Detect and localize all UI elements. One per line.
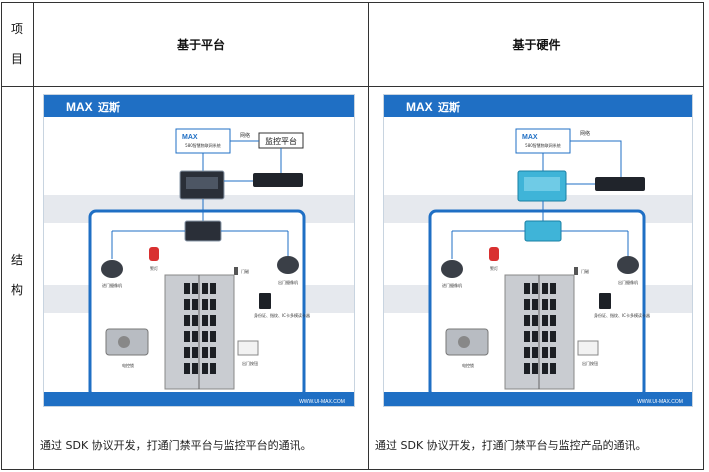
lock-cylinder — [118, 336, 130, 348]
system-box — [515, 128, 571, 154]
camera-out-label: 出门摄像机 — [618, 279, 638, 285]
monitor-platform-label: 监控平台 — [265, 136, 297, 146]
table-col-divider — [33, 3, 34, 469]
camera-in-icon — [101, 260, 123, 278]
header-band — [44, 95, 354, 117]
camera-in-label: 进门摄像机 — [102, 282, 122, 288]
door-windows — [524, 283, 556, 374]
website-label: WWW.UI-MAX.COM — [637, 399, 683, 405]
header-band — [384, 95, 692, 117]
alarm-light-icon — [489, 247, 499, 261]
network-label: 网络 — [240, 132, 250, 139]
network-label: 网络 — [580, 130, 590, 137]
door-magnet-label: 门磁 — [581, 268, 589, 274]
door-controller — [184, 220, 222, 242]
door-controller — [524, 220, 562, 242]
row-label-structure: 结 构 — [2, 240, 32, 310]
card-reader-icon — [599, 293, 611, 309]
door-magnet-icon — [574, 267, 578, 275]
exit-button-label: 出门按钮 — [582, 360, 598, 366]
reader-label: 身份证、指纹、IC卡多模读卡器 — [254, 312, 310, 318]
alarm-light-icon — [149, 247, 159, 261]
alarm-label: 警灯 — [490, 265, 498, 271]
nvr-device — [253, 173, 303, 187]
table-col-divider — [368, 3, 369, 469]
footer-band — [44, 392, 354, 406]
system-label: 580智慧物联网系统 — [525, 142, 561, 148]
nvr-device — [595, 177, 645, 191]
camera-in-label: 进门摄像机 — [442, 282, 462, 288]
exit-button-label: 出门按钮 — [242, 360, 258, 366]
brand-name: 迈斯 — [98, 100, 120, 114]
network-link — [570, 140, 622, 177]
hardware-structure-diagram: MAX 迈斯 MAX 580智慧物联网系统 网络 进门摄像机 出门摄像机 警灯 … — [383, 94, 693, 407]
door-magnet-label: 门磁 — [241, 268, 249, 274]
brand-name: 迈斯 — [438, 100, 460, 114]
platform-diagram-svg: MAX 迈斯 MAX 580智慧物联网系统 监控平台 网络 进门摄像机 出门摄像… — [44, 95, 354, 406]
door-magnet-icon — [234, 267, 238, 275]
camera-in-icon — [441, 260, 463, 278]
system-label: 580智慧物联网系统 — [185, 142, 221, 148]
camera-out-icon — [617, 256, 639, 274]
system-box — [175, 128, 231, 154]
header-item-char: 项 — [10, 22, 23, 36]
header-platform: 基于平台 — [176, 37, 225, 52]
platform-description: 通过 SDK 协议开发，打通门禁平台与监控平台的通讯。 — [40, 439, 312, 452]
controller-panel — [524, 177, 560, 191]
hardware-description: 通过 SDK 协议开发，打通门禁平台与监控产品的通讯。 — [375, 439, 647, 452]
camera-out-label: 出门摄像机 — [278, 279, 298, 285]
alarm-label: 警灯 — [150, 265, 158, 271]
website-label: WWW.UI-MAX.COM — [299, 399, 345, 405]
header-item-char: 目 — [10, 52, 23, 66]
door-windows — [184, 283, 216, 374]
card-reader-icon — [259, 293, 271, 309]
controller-panel — [186, 177, 218, 189]
camera-out-icon — [277, 256, 299, 274]
system-logo: MAX — [522, 134, 538, 141]
brand-logo: MAX — [66, 100, 93, 114]
row-label-char: 构 — [10, 283, 23, 297]
lock-label: 电控锁 — [122, 362, 134, 368]
exit-button-icon — [577, 340, 599, 356]
hardware-diagram-svg: MAX 迈斯 MAX 580智慧物联网系统 网络 进门摄像机 出门摄像机 警灯 … — [384, 95, 692, 406]
row-label-char: 结 — [10, 253, 23, 267]
lock-label: 电控锁 — [462, 362, 474, 368]
system-logo: MAX — [182, 134, 198, 141]
header-item: 项 目 — [2, 4, 32, 84]
exit-button-icon — [237, 340, 259, 356]
platform-structure-diagram: MAX 迈斯 MAX 580智慧物联网系统 监控平台 网络 进门摄像机 出门摄像… — [43, 94, 355, 407]
header-hardware: 基于硬件 — [512, 37, 561, 52]
lock-cylinder — [458, 336, 470, 348]
table-row-divider — [2, 86, 703, 87]
reader-label: 身份证、指纹、IC卡多模读卡器 — [594, 312, 650, 318]
footer-band — [384, 392, 692, 406]
brand-logo: MAX — [406, 100, 433, 114]
